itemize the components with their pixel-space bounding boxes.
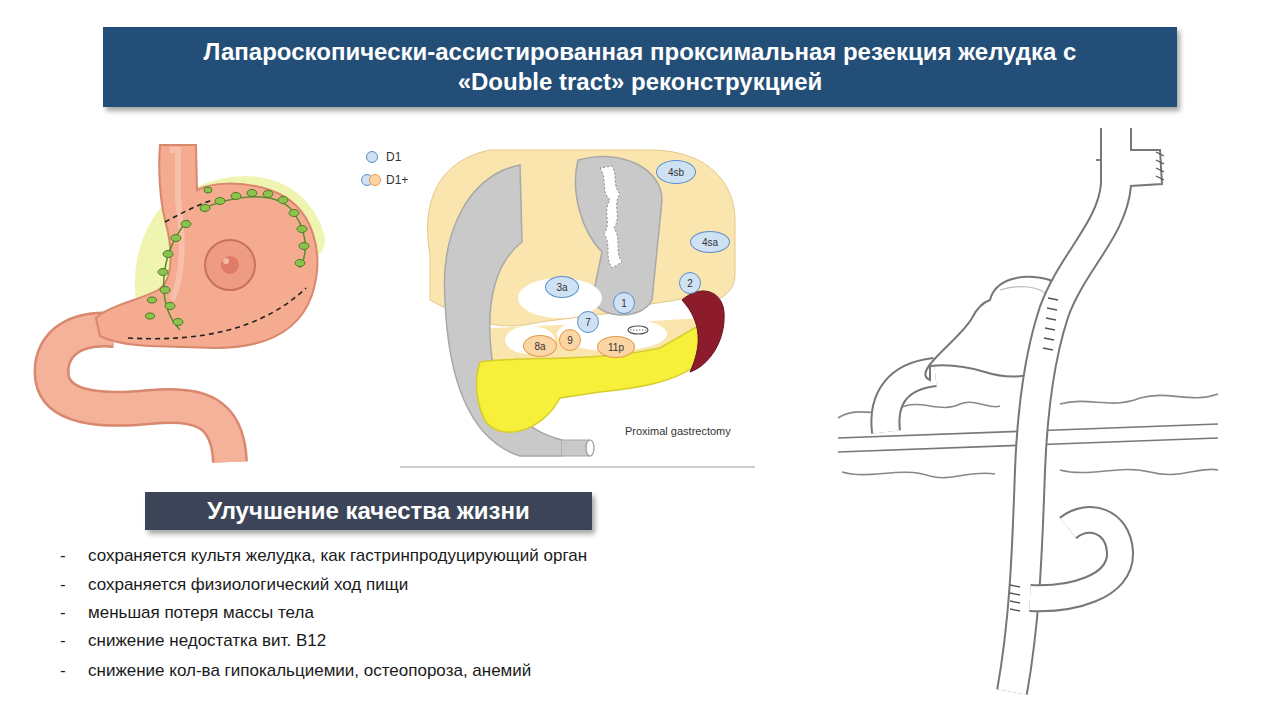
figure-caption: Proximal gastrectomy [625, 425, 731, 437]
station-d1: 2 [679, 272, 701, 294]
legend-label: D1 [386, 150, 401, 164]
section-banner: Улучшение качества жизни [145, 492, 592, 530]
node-label: 1 [621, 298, 627, 309]
bullet-dash: - [60, 661, 66, 681]
node-label: 9 [567, 335, 573, 346]
bullet-text: сохраняется физиологический ход пищи [88, 575, 408, 595]
station-d1: 4sb [656, 160, 696, 184]
legend-label: D1+ [386, 173, 408, 187]
station-d1: 1 [613, 292, 635, 314]
bullet-text: снижение недостатка вит. В12 [88, 631, 326, 651]
node-label: 4sb [668, 167, 684, 178]
node-label: Улучшение качества жизни [207, 497, 529, 525]
bullet-text: меньшая потеря массы тела [88, 603, 314, 623]
node-label: 2 [687, 278, 693, 289]
station-d1-plus: 8a [523, 335, 557, 357]
bullet-dash: - [60, 546, 66, 566]
station-d1: 7 [577, 311, 599, 333]
station-d1-plus: 11p [597, 336, 635, 358]
node-label: 7 [585, 317, 591, 328]
title-banner: Лапароскопически-ассистированная проксим… [103, 27, 1177, 107]
bullet-dash: - [60, 631, 66, 651]
station-d1: 3a [545, 276, 579, 298]
node-label: 3a [556, 282, 567, 293]
legend-swatch [366, 151, 378, 163]
title-text: Лапароскопически-ассистированная проксим… [170, 37, 1110, 97]
bullet-dash: - [60, 575, 66, 595]
station-d1: 4sa [690, 231, 730, 253]
bullet-text: снижение кол-ва гипокальциемии, остеопор… [88, 661, 531, 681]
node-label: 4sa [702, 237, 718, 248]
bullet-text: сохраняется культя желудка, как гастринп… [88, 546, 587, 566]
node-label: 11p [608, 342, 624, 353]
station-d1-plus: 9 [559, 329, 581, 351]
node-label: 8a [534, 341, 545, 352]
bullet-dash: - [60, 603, 66, 623]
